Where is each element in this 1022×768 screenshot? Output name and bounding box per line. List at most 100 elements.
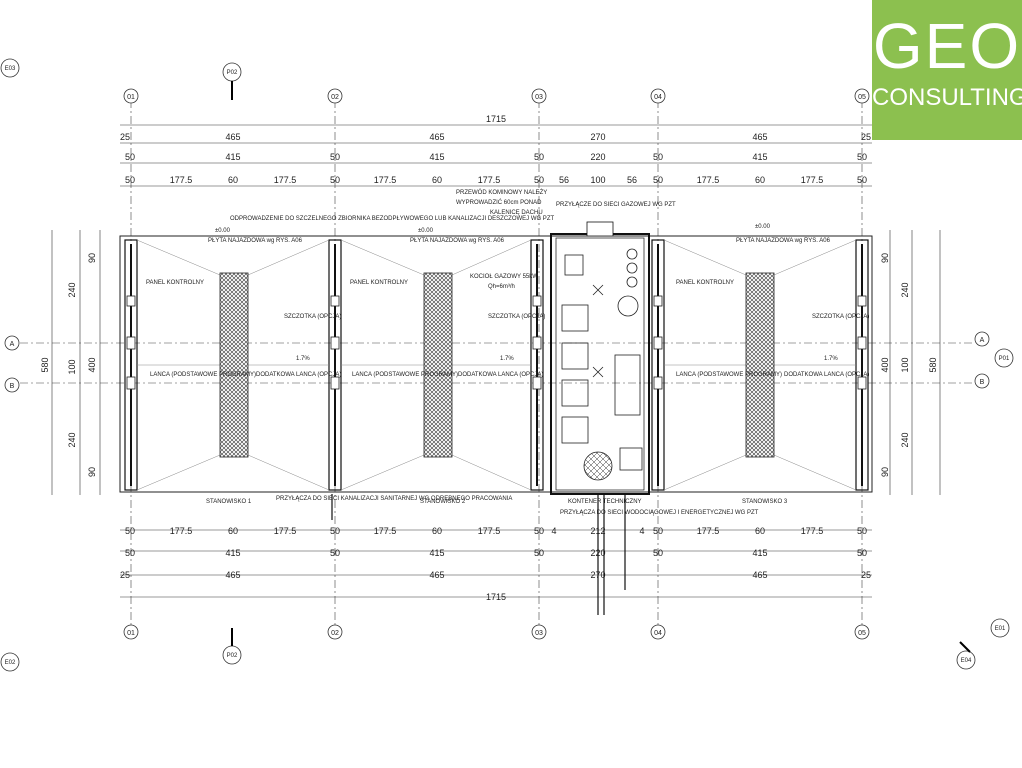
axis-label-a-right: A [980,337,985,344]
dim-t3-7: 415 [752,152,767,162]
dim-l-4: 90 [87,467,97,477]
dimension-texts-left: 240 100 240 90 90 400 580 [40,253,97,477]
dimension-lines-top [120,124,872,187]
dim-t3-2: 50 [330,152,340,162]
marker-e02: E02 [5,660,16,666]
dim-b1-2: 60 [228,526,238,536]
geo-consulting-logo: GEO CONSULTING [872,0,1022,140]
column-axis-labels: 01 02 03 04 05 01 02 03 04 05 [127,94,866,637]
dim-b2-4: 50 [534,548,544,558]
dim-b3-2: 465 [429,570,444,580]
label-slope-2: 1.7% [500,356,514,362]
label-slope-3: 1.7% [824,356,838,362]
label-slope-1: 1.7% [296,356,310,362]
label-plate-1: PŁYTA NAJAZDOWA wg RYS. A06 [208,238,303,244]
axis-label-a-left: A [10,341,15,348]
dim-b1-3: 177.5 [274,526,297,536]
marker-e04-bottom: E04 [961,658,972,664]
dim-r-2: 240 [900,432,910,447]
label-plate-2: PŁYTA NAJAZDOWA wg RYS. A06 [410,238,505,244]
dim-b1-14: 60 [755,526,765,536]
dim-b1-6: 60 [432,526,442,536]
dim-t3-1: 415 [225,152,240,162]
row-axis-labels: A B A B [10,337,985,390]
label-panel-1: PANEL KONTROLNY [146,280,204,286]
dimension-texts-bottom: 50 177.5 60 177.5 50 177.5 60 177.5 50 4… [120,526,871,602]
axis-label-04: 04 [654,94,662,101]
annotation-labels: ODPROWADZENIE DO SZCZELNEGO ZBIORNIKA BE… [146,189,869,516]
label-extra-lance-1: DODATKOWA LANCA (OPCJA) [256,372,341,378]
label-sewer: PRZYŁĄCZA DO SIECI KANALIZACJI SANITARNE… [276,496,512,502]
dim-t4-15: 177.5 [801,175,824,185]
axis-label-b-right: B [980,379,985,386]
equipment-symbols [126,295,867,390]
marker-e01: E01 [995,626,1006,632]
dim-t4-2: 60 [228,175,238,185]
label-lance-1: LANCA (PODSTAWOWE PROGRAMY) [150,372,256,378]
dim-b1-7: 177.5 [478,526,501,536]
dim-t3-0: 50 [125,152,135,162]
dim-t4-10: 100 [590,175,605,185]
dim-b1-12: 50 [653,526,663,536]
dim-l-0: 240 [67,282,77,297]
dim-t4-13: 177.5 [697,175,720,185]
dimension-lines-side [51,230,941,495]
dim-b1-5: 177.5 [374,526,397,536]
dimension-texts-top: 1715 25 465 465 270 465 25 50 415 50 415… [120,114,871,185]
row-axis-bubbles [4,331,990,393]
container-equipment [561,248,643,481]
dim-t3-8: 50 [857,152,867,162]
label-brush-3: SZCZOTKA (OPCJA) [812,314,869,320]
marker-p02-bottom: P02 [227,653,238,659]
label-bay-3: STANOWISKO 3 [742,499,788,505]
label-boiler-2: Qh=6m³/h [488,284,515,290]
dim-b1-8: 50 [534,526,544,536]
dim-t4-3: 177.5 [274,175,297,185]
axis-label-01: 01 [127,94,135,101]
label-brush-2: SZCZOTKA (OPCJA) [488,314,545,320]
dim-t2-3: 270 [590,132,605,142]
dim-b3-0: 25 [120,570,130,580]
dim-t4-1: 177.5 [170,175,193,185]
label-panel-2: PANEL KONTROLNY [350,280,408,286]
technical-container [550,221,650,495]
label-lance-2: LANCA (PODSTAWOWE PROGRAMY) [352,372,458,378]
dim-b1-4: 50 [330,526,340,536]
dim-t2-4: 465 [752,132,767,142]
dim-t2-5: 25 [861,132,871,142]
building-outline [119,235,873,493]
dim-l-3: 90 [87,253,97,263]
label-extra-lance-3: DODATKOWA LANCA (OPCJA) [784,372,869,378]
label-elev-1: ±0.00 [215,228,231,234]
dim-r-3: 90 [880,253,890,263]
drive-grates [219,272,775,458]
dim-b2-8: 50 [857,548,867,558]
dim-t4-4: 50 [330,175,340,185]
dim-r-5: 400 [880,357,890,372]
axis-lines-horizontal [20,342,975,384]
axis-label-01-bottom: 01 [127,630,135,637]
label-bay-1: STANOWISKO 1 [206,499,252,505]
marker-p02-top: P02 [227,70,238,76]
dim-l-1: 100 [67,359,77,374]
dim-b2-7: 415 [752,548,767,558]
label-energy: PRZYŁĄCZA DO SIECI WODOCIĄGOWEJ I ENERGE… [560,510,759,516]
logo-text-consulting: CONSULTING [872,84,1022,111]
dim-b3-1: 465 [225,570,240,580]
dim-b2-1: 415 [225,548,240,558]
label-extra-lance-2: DODATKOWA LANCA (OPCJA) [458,372,543,378]
dim-t3-5: 220 [590,152,605,162]
dim-l-6: 580 [40,357,50,372]
wall-cores [130,244,863,486]
dim-t4-6: 60 [432,175,442,185]
dim-t2-1: 465 [225,132,240,142]
label-elev-2: ±0.00 [418,228,434,234]
dim-b1-13: 177.5 [697,526,720,536]
service-lines [331,494,626,615]
dim-r-6: 580 [928,357,938,372]
label-chimney-2: WYPROWADZIĆ 60cm PONAD [456,199,542,206]
dim-t4-5: 177.5 [374,175,397,185]
dim-t4-8: 50 [534,175,544,185]
label-chimney-1: PRZEWÓD KOMINOWY NALEŻY [456,189,547,196]
